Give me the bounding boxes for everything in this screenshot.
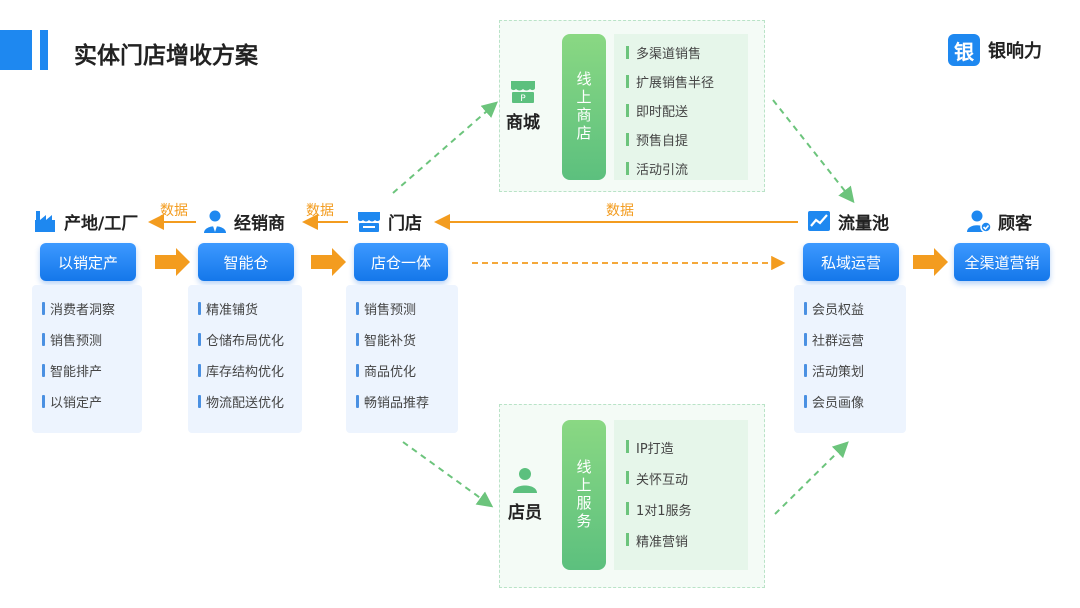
list-item: 活动策划 xyxy=(794,355,906,386)
list-item: 多渠道销售 xyxy=(614,38,748,67)
flow-arrow-3 xyxy=(913,248,948,276)
brand: 银 银响力 xyxy=(948,34,1042,66)
online-service-list: IP打造 关怀互动 1对1服务 精准营销 xyxy=(614,420,748,570)
online-store-bar: 线上商店 xyxy=(562,34,606,180)
list-factory: 消费者洞察 销售预测 智能排产 以销定产 xyxy=(32,285,142,433)
list-item: 销售预测 xyxy=(346,293,458,324)
online-store-list: 多渠道销售 扩展销售半径 即时配送 预售自提 活动引流 xyxy=(614,34,748,180)
brand-name: 银响力 xyxy=(988,41,1042,62)
node-factory-name: 产地/工厂 xyxy=(64,213,139,234)
green-arrow-clerk-to-pool xyxy=(774,441,849,515)
list-item: 消费者洞察 xyxy=(32,293,142,324)
factory-icon xyxy=(35,211,55,232)
title-accent-bar xyxy=(40,30,48,70)
node-factory-head: 产地/工厂 xyxy=(32,206,138,236)
green-arrow-mall-to-pool xyxy=(772,99,855,204)
list-store: 销售预测 智能补货 商品优化 畅销品推荐 xyxy=(346,285,458,433)
list-item: 以销定产 xyxy=(32,386,142,417)
node-pool-head: 流量池 xyxy=(806,206,889,236)
pill-factory: 以销定产 xyxy=(40,243,136,281)
node-store-name: 门店 xyxy=(388,213,422,234)
list-item: 畅销品推荐 xyxy=(346,386,458,417)
online-service-head: 店员 xyxy=(508,466,542,523)
list-pool: 会员权益 社群运营 活动策划 会员画像 xyxy=(794,285,906,433)
node-customer-head: 顾客 xyxy=(966,206,1032,236)
list-item: 物流配送优化 xyxy=(188,386,302,417)
list-item: 智能补货 xyxy=(346,324,458,355)
green-arrow-store-to-clerk xyxy=(402,441,494,508)
list-item: 精准营销 xyxy=(614,525,748,556)
data-label-mid: 数据 xyxy=(306,203,334,219)
svg-text:P: P xyxy=(520,94,526,104)
pill-customer: 全渠道营销 xyxy=(954,243,1050,281)
pill-pool: 私域运营 xyxy=(803,243,899,281)
person-tie-icon xyxy=(204,210,226,233)
pill-store: 店仓一体 xyxy=(354,243,448,281)
customer-icon xyxy=(967,210,992,233)
list-item: 关怀互动 xyxy=(614,463,748,494)
store-icon xyxy=(358,212,380,232)
list-distributor: 精准铺货 仓储布局优化 库存结构优化 物流配送优化 xyxy=(188,285,302,433)
green-arrow-store-to-mall xyxy=(392,101,499,194)
list-item: 活动引流 xyxy=(614,154,748,183)
node-distributor-head: 经销商 xyxy=(202,206,285,236)
pill-distributor: 智能仓 xyxy=(198,243,294,281)
list-item: IP打造 xyxy=(614,432,748,463)
data-label-left: 数据 xyxy=(160,203,188,219)
node-customer-name: 顾客 xyxy=(998,213,1032,234)
mall-shop-icon: P xyxy=(511,81,535,104)
list-item: 精准铺货 xyxy=(188,293,302,324)
list-item: 即时配送 xyxy=(614,96,748,125)
flow-arrow-1 xyxy=(155,248,190,276)
brand-logo-icon: 银 xyxy=(948,34,980,66)
list-item: 仓储布局优化 xyxy=(188,324,302,355)
list-item: 会员权益 xyxy=(794,293,906,324)
list-item: 会员画像 xyxy=(794,386,906,417)
online-store-head: P 商城 xyxy=(506,78,540,133)
list-item: 1对1服务 xyxy=(614,494,748,525)
online-service-head-name: 店员 xyxy=(508,503,542,523)
list-item: 社群运营 xyxy=(794,324,906,355)
clerk-person-icon xyxy=(513,468,537,493)
list-item: 智能排产 xyxy=(32,355,142,386)
node-pool-name: 流量池 xyxy=(838,213,889,234)
list-item: 商品优化 xyxy=(346,355,458,386)
list-item: 销售预测 xyxy=(32,324,142,355)
online-store-head-name: 商城 xyxy=(506,113,540,133)
page-title: 实体门店增收方案 xyxy=(74,43,258,69)
trend-chart-icon xyxy=(808,211,830,231)
flow-arrow-2 xyxy=(311,248,346,276)
list-item: 预售自提 xyxy=(614,125,748,154)
list-item: 库存结构优化 xyxy=(188,355,302,386)
data-label-top: 数据 xyxy=(606,203,634,219)
node-distributor-name: 经销商 xyxy=(234,213,285,234)
list-item: 扩展销售半径 xyxy=(614,67,748,96)
node-store-head: 门店 xyxy=(356,206,422,236)
title-accent-block xyxy=(0,30,32,70)
online-service-bar: 线上服务 xyxy=(562,420,606,570)
